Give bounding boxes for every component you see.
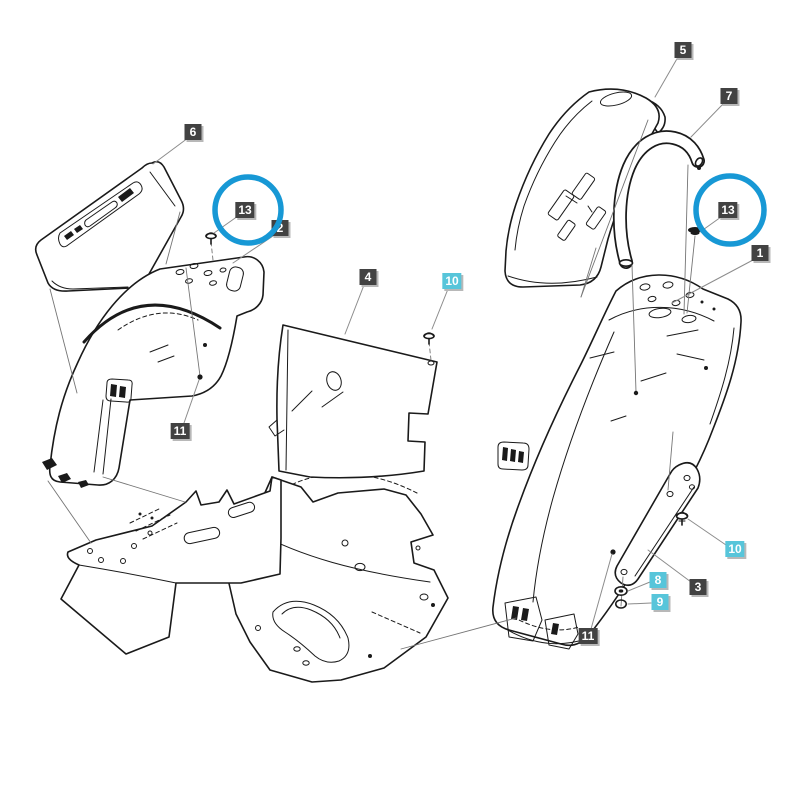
screw-10-left [423,332,435,345]
part-label-10-right[interactable]: 10 [725,541,745,557]
washer-8 [614,585,628,596]
console-cover-5-drawing [504,88,666,288]
grab-handle-7-drawing [612,130,705,269]
nut-9 [614,599,627,609]
floor-plate-left-drawing [60,476,282,655]
part-label-13-right[interactable]: 13 [718,202,738,218]
rivet-11-left [197,374,203,380]
part-label-5[interactable]: 5 [674,42,692,58]
part-label-13-left[interactable]: 13 [235,202,255,218]
screw-13-left [205,232,217,245]
washer-13-right [688,227,702,235]
part-label-6[interactable]: 6 [184,124,202,140]
part-label-9[interactable]: 9 [651,594,669,610]
part-label-11-right[interactable]: 11 [578,628,598,644]
part-label-3[interactable]: 3 [689,579,707,595]
rivet-handle-mount [633,390,639,396]
part-label-2[interactable]: 2 [271,220,289,236]
part-label-1[interactable]: 1 [751,245,769,261]
panel-4-drawing [268,324,438,479]
part-label-10-left[interactable]: 10 [442,273,462,289]
part-label-11-left[interactable]: 11 [170,423,190,439]
fender-left-2-drawing [42,255,265,488]
bracket-3-drawing [614,461,701,587]
part-label-4[interactable]: 4 [359,269,377,285]
part-label-7[interactable]: 7 [720,88,738,104]
console-cover-6-drawing [34,160,185,292]
screw-10-right [675,511,689,526]
part-label-8[interactable]: 8 [649,572,667,588]
alignment-lines [47,119,696,650]
rivet-11-right [610,549,616,555]
